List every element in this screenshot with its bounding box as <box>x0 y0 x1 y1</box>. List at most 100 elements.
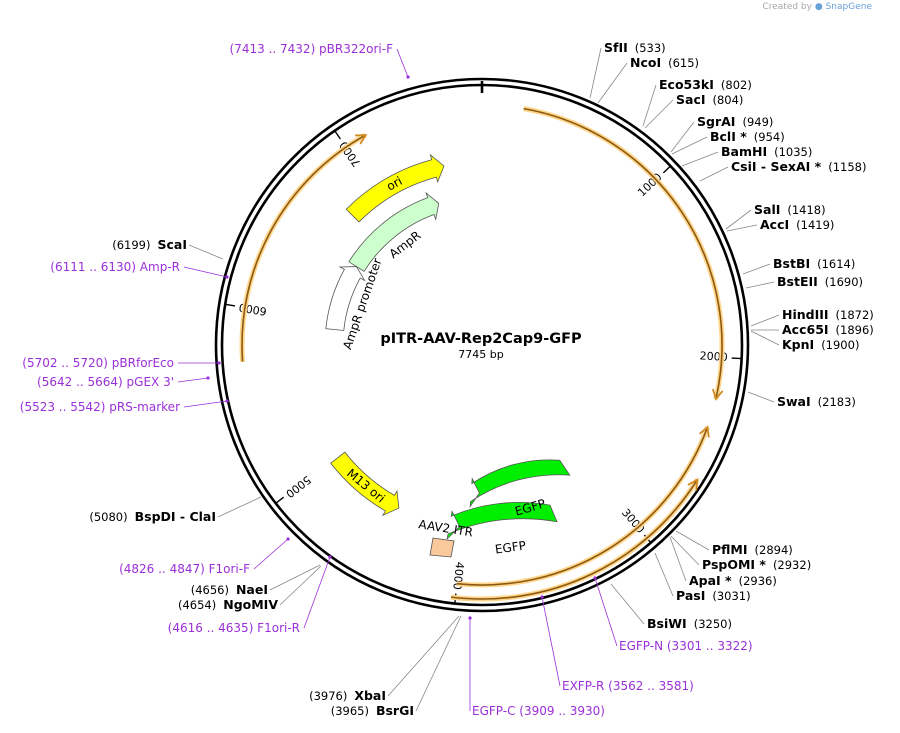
enzyme-ncoi: NcoI(615) <box>630 55 699 70</box>
egfp-1-arrow <box>446 502 558 541</box>
enzyme-acc65i: Acc65I(1896) <box>782 322 874 337</box>
primer-mark <box>540 595 544 599</box>
enzyme-xbai: (3976)XbaI <box>309 688 386 703</box>
enzyme-bamhi: BamHI(1035) <box>721 144 812 159</box>
enzyme-pasi: PasI(3031) <box>676 588 751 603</box>
enzyme-bsteii: BstEII(1690) <box>777 274 863 289</box>
orf-arc <box>523 107 723 400</box>
primer-5523-5542-prs-marker: (5523 .. 5542) pRS-marker <box>20 400 180 414</box>
enzyme-leader <box>188 244 224 260</box>
primer-leader <box>594 577 618 647</box>
enzyme-hindiii: HindIII(1872) <box>782 307 874 322</box>
enzyme-acci: AccI(1419) <box>760 217 834 232</box>
primer-leader <box>183 400 228 408</box>
enzyme-leader <box>725 209 752 230</box>
enzyme-sfii: SfII(533) <box>604 40 666 55</box>
orf-arc <box>450 479 699 600</box>
ring-tick <box>275 496 285 504</box>
orf-arrowhead <box>355 134 368 145</box>
m13-ori-feature: M13 ori <box>330 451 400 517</box>
orf-arc <box>456 426 709 586</box>
primer-mark <box>468 616 472 620</box>
label-leaders <box>177 47 780 712</box>
enzyme-bcli: BclI *(954) <box>710 129 785 144</box>
enzyme-bsrgi: (3965)BsrGI <box>331 703 414 718</box>
primer-mark <box>406 75 410 79</box>
enzyme-sites: SfII(533)NcoI(615)Eco53kI(802)SacI(804)S… <box>89 40 873 718</box>
ampr-promoter-arrow <box>325 266 366 331</box>
primer-egfp-c-3909-3930: EGFP-C (3909 .. 3930) <box>472 704 605 718</box>
primer-mark <box>225 399 229 403</box>
enzyme-leader <box>670 121 695 153</box>
primer-exfp-r-3562-3581: EXFP-R (3562 .. 3581) <box>562 679 694 693</box>
enzyme-leader <box>642 84 657 127</box>
egfp-2-arrow <box>469 459 571 509</box>
enzyme-leader <box>750 330 780 346</box>
primer-5702-5720-pbrforeco: (5702 .. 5720) pBRforEco <box>22 356 174 370</box>
enzyme-leader <box>589 47 602 99</box>
enzyme-leader <box>415 615 462 712</box>
primer-5642-5664-pgex-3: (5642 .. 5664) pGEX 3' <box>37 375 174 389</box>
enzyme-leader <box>279 565 322 606</box>
m13-ori-label: M13 ori <box>344 466 388 505</box>
ring-tick <box>662 165 672 174</box>
ori-arrow <box>345 153 445 223</box>
orf-arc <box>241 134 367 362</box>
plasmid-name: pITR-AAV-Rep2Cap9-GFP <box>380 331 582 347</box>
enzyme-leader <box>217 496 262 518</box>
credit-prefix: Created by <box>762 2 812 12</box>
enzyme-leader <box>610 583 645 625</box>
credit-brand: SnapGene <box>825 2 872 12</box>
enzyme-bspdi-clai: (5080)BspDI - ClaI <box>89 509 216 524</box>
ampr-arrow <box>348 191 440 272</box>
enzyme-leader <box>742 263 771 275</box>
enzyme-bsiwi: BsiWI(3250) <box>647 616 732 631</box>
enzyme-csii-sexai: CsiI - SexAI *(1158) <box>731 159 866 174</box>
ampr-promoter-feature: AmpR promoter <box>325 256 385 351</box>
primer-6111-6130-amp-r: (6111 .. 6130) Amp-R <box>50 260 180 274</box>
primer-mark <box>286 537 290 541</box>
primer-4616-4635-f1ori-r: (4616 .. 4635) F1ori-R <box>168 621 300 635</box>
ori-feature: ori <box>345 153 445 223</box>
enzyme-scai: (6199)ScaI <box>112 237 187 252</box>
primer-egfp-n-3301-3322: EGFP-N (3301 .. 3322) <box>619 639 753 653</box>
enzyme-ngomiv: (4654)NgoMIV <box>178 597 278 612</box>
enzyme-leader <box>597 62 628 104</box>
ring-tick <box>731 357 742 360</box>
enzyme-leader <box>654 552 674 597</box>
enzyme-apai: ApaI *(2936) <box>689 573 777 588</box>
primer-7413-7432-pbr322ori-f: (7413 .. 7432) pBR322ori-F <box>230 42 394 56</box>
orf-highlight <box>523 106 725 400</box>
ring-tick-label: 5000 <box>283 473 313 500</box>
enzyme-sgrai: SgrAI(949) <box>697 114 773 129</box>
enzyme-leader <box>269 564 321 591</box>
enzyme-leader <box>750 314 780 327</box>
primer-leader <box>396 48 409 78</box>
enzyme-leader <box>726 224 758 232</box>
ori-label: ori <box>384 174 404 194</box>
primer-leader <box>177 377 209 383</box>
primer-sites: (7413 .. 7432) pBR322ori-F (6111 .. 6130)… <box>20 42 753 718</box>
primer-leader <box>303 556 331 629</box>
primer-mark <box>328 555 332 559</box>
plasmid-size: 7745 bp <box>458 348 503 361</box>
ring-tick <box>334 130 341 140</box>
enzyme-bstbi: BstBI(1614) <box>773 256 855 271</box>
enzyme-pflmi: PflMI(2894) <box>712 542 793 557</box>
enzyme-leader <box>745 281 775 289</box>
enzyme-leader <box>644 99 674 129</box>
primer-mark <box>593 576 597 580</box>
primer-mark <box>206 376 210 380</box>
enzyme-leader <box>670 535 700 566</box>
orf-arcs <box>239 106 725 602</box>
orf-arrowhead <box>687 477 699 491</box>
orf-arrowhead <box>698 425 710 438</box>
enzyme-eco53ki: Eco53kI(802) <box>659 77 752 92</box>
enzyme-swai: SwaI(2183) <box>777 394 856 409</box>
enzyme-leader <box>699 166 729 182</box>
primer-mark <box>217 361 221 365</box>
enzyme-pspomi: PspOMI *(2932) <box>702 557 811 572</box>
primer-leader <box>253 538 289 570</box>
orf-arrowhead <box>711 388 724 401</box>
